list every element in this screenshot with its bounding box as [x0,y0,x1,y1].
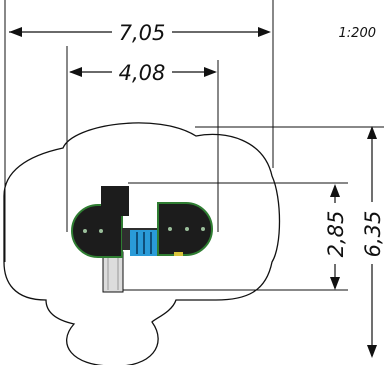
play-equipment [71,186,213,293]
extension-lines [4,0,384,291]
dimension-label-equipment-width: 4,08 [119,61,166,85]
dimension-equipment-width: 4,08 [69,61,217,85]
scale-label: 1:200 [339,26,376,41]
left-platform [71,204,123,258]
dimension-label-equipment-depth: 2,85 [324,211,348,258]
dimension-equipment-depth: 2,85 [324,184,348,290]
dimension-label-overall-width: 7,05 [119,21,166,45]
left-roof [101,186,129,216]
dimension-overall-width: 7,05 [9,21,271,45]
right-platform-accent [174,252,183,256]
dimension-label-overall-depth: 6,35 [361,211,384,258]
dimension-overall-depth: 6,35 [361,126,384,358]
